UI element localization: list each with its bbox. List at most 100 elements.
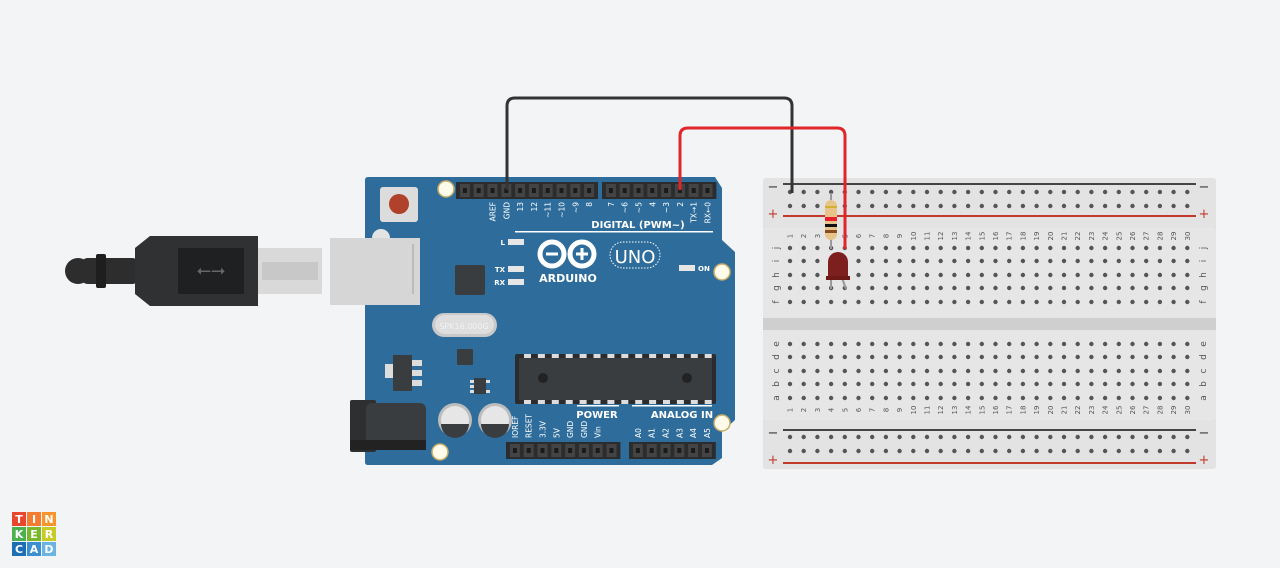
breadboard-hole[interactable]: [1157, 272, 1163, 278]
breadboard-hole[interactable]: [1034, 354, 1039, 360]
breadboard-hole[interactable]: [801, 368, 806, 374]
breadboard-hole[interactable]: [1089, 395, 1094, 401]
breadboard-hole[interactable]: [1089, 368, 1094, 374]
breadboard-hole[interactable]: [1144, 368, 1149, 374]
breadboard-hole[interactable]: [787, 354, 793, 360]
breadboard-hole[interactable]: [993, 381, 998, 387]
rail-hole[interactable]: [787, 203, 793, 209]
rail-hole[interactable]: [856, 434, 861, 440]
breadboard-hole[interactable]: [1061, 258, 1067, 264]
breadboard-hole[interactable]: [883, 354, 889, 360]
rail-hole[interactable]: [1075, 189, 1080, 195]
rail-hole[interactable]: [1048, 203, 1053, 209]
breadboard-hole[interactable]: [801, 272, 806, 278]
breadboard-hole[interactable]: [1144, 341, 1149, 347]
breadboard-hole[interactable]: [1130, 354, 1135, 360]
breadboard-hole[interactable]: [1171, 368, 1176, 374]
breadboard-hole[interactable]: [1007, 354, 1012, 360]
breadboard-hole[interactable]: [1102, 354, 1108, 360]
breadboard-hole[interactable]: [1102, 381, 1108, 387]
rail-hole[interactable]: [938, 434, 943, 440]
rail-hole[interactable]: [1157, 434, 1163, 440]
breadboard-hole[interactable]: [979, 368, 984, 374]
rail-hole[interactable]: [801, 203, 806, 209]
rail-hole[interactable]: [952, 434, 957, 440]
signal-wire[interactable]: [678, 126, 847, 249]
breadboard-hole[interactable]: [815, 299, 820, 305]
breadboard-hole[interactable]: [815, 258, 820, 264]
breadboard-hole[interactable]: [924, 272, 930, 278]
breadboard-hole[interactable]: [965, 341, 971, 347]
breadboard-hole[interactable]: [938, 285, 943, 291]
breadboard-hole[interactable]: [924, 341, 930, 347]
breadboard-hole[interactable]: [1075, 299, 1080, 305]
breadboard-hole[interactable]: [1157, 299, 1163, 305]
breadboard-hole[interactable]: [1061, 299, 1067, 305]
rail-hole[interactable]: [1171, 434, 1176, 440]
breadboard-hole[interactable]: [1102, 341, 1108, 347]
breadboard-hole[interactable]: [993, 285, 998, 291]
breadboard-hole[interactable]: [952, 258, 957, 264]
rail-hole[interactable]: [1089, 448, 1094, 454]
breadboard-hole[interactable]: [1020, 258, 1026, 264]
rail-hole[interactable]: [924, 434, 930, 440]
rail-hole[interactable]: [1020, 189, 1026, 195]
breadboard-hole[interactable]: [828, 381, 834, 387]
breadboard-hole[interactable]: [979, 245, 984, 251]
rail-hole[interactable]: [1048, 434, 1053, 440]
breadboard-hole[interactable]: [938, 272, 943, 278]
breadboard-hole[interactable]: [787, 245, 793, 251]
breadboard-hole[interactable]: [993, 354, 998, 360]
breadboard-hole[interactable]: [1020, 285, 1026, 291]
breadboard-hole[interactable]: [979, 299, 984, 305]
rail-hole[interactable]: [1048, 448, 1053, 454]
breadboard-hole[interactable]: [1061, 285, 1067, 291]
rail-hole[interactable]: [1061, 434, 1067, 440]
breadboard-hole[interactable]: [1157, 395, 1163, 401]
rail-hole[interactable]: [965, 203, 971, 209]
breadboard-hole[interactable]: [965, 285, 971, 291]
rail-hole[interactable]: [1185, 434, 1190, 440]
breadboard-hole[interactable]: [1061, 395, 1067, 401]
breadboard-hole[interactable]: [911, 258, 916, 264]
breadboard-hole[interactable]: [1144, 381, 1149, 387]
breadboard-hole[interactable]: [870, 341, 875, 347]
breadboard-hole[interactable]: [952, 272, 957, 278]
rail-hole[interactable]: [979, 434, 984, 440]
rail-hole[interactable]: [1020, 434, 1026, 440]
rail-hole[interactable]: [1075, 434, 1080, 440]
breadboard-hole[interactable]: [911, 272, 916, 278]
rail-hole[interactable]: [1130, 203, 1135, 209]
breadboard-hole[interactable]: [801, 285, 806, 291]
breadboard-hole[interactable]: [1089, 354, 1094, 360]
breadboard-hole[interactable]: [897, 245, 902, 251]
breadboard-hole[interactable]: [1171, 245, 1176, 251]
breadboard-hole[interactable]: [993, 245, 998, 251]
breadboard-hole[interactable]: [952, 285, 957, 291]
rail-hole[interactable]: [870, 203, 875, 209]
breadboard-hole[interactable]: [1089, 299, 1094, 305]
breadboard-hole[interactable]: [815, 395, 820, 401]
rail-hole[interactable]: [938, 189, 943, 195]
rail-hole[interactable]: [897, 189, 902, 195]
breadboard-hole[interactable]: [1061, 341, 1067, 347]
rail-hole[interactable]: [1089, 434, 1094, 440]
breadboard-hole[interactable]: [883, 245, 889, 251]
breadboard-hole[interactable]: [1116, 245, 1122, 251]
rail-hole[interactable]: [1171, 189, 1176, 195]
rail-hole[interactable]: [1102, 448, 1108, 454]
breadboard-hole[interactable]: [842, 299, 847, 305]
breadboard-hole[interactable]: [938, 381, 943, 387]
rail-hole[interactable]: [979, 203, 984, 209]
rail-hole[interactable]: [1007, 189, 1012, 195]
breadboard-hole[interactable]: [870, 272, 875, 278]
breadboard-hole[interactable]: [1089, 258, 1094, 264]
breadboard-hole[interactable]: [1130, 299, 1135, 305]
rail-hole[interactable]: [828, 448, 834, 454]
breadboard-hole[interactable]: [1048, 285, 1053, 291]
rail-hole[interactable]: [993, 434, 998, 440]
breadboard-hole[interactable]: [870, 285, 875, 291]
breadboard-hole[interactable]: [897, 395, 902, 401]
breadboard-hole[interactable]: [938, 299, 943, 305]
